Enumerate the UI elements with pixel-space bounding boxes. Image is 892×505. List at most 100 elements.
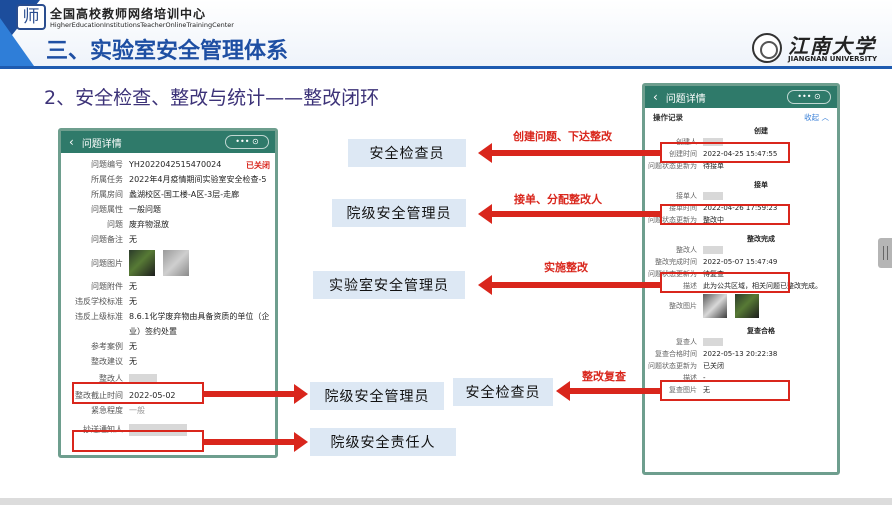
log-row: 接单人 [645, 190, 837, 202]
problem-images-row: 问题图片 [65, 247, 269, 279]
stage-title: 创建 [754, 127, 768, 135]
redacted-name [129, 373, 157, 384]
status-badge: 已关闭 [246, 161, 270, 170]
detail-row: 问题附件无 [91, 282, 137, 291]
log-row: 复查人 [645, 336, 837, 348]
bottom-frame [0, 498, 892, 505]
collapse-button[interactable]: 收起 ︿ [804, 112, 829, 122]
redacted-name [703, 338, 723, 346]
right-phone-header: ‹ 问题详情 ••• ⊙ [645, 86, 837, 108]
role-lab-manager: 实验室安全管理员 [313, 271, 465, 299]
redacted-name [703, 246, 723, 254]
arrow-head-left-icon [478, 204, 492, 224]
arrow-head-left-icon [478, 143, 492, 163]
org-name-en: HigherEducationInstitutionsTeacherOnline… [50, 21, 234, 29]
action-recheck: 整改复查 [582, 370, 626, 383]
university-emblem-icon [752, 33, 782, 63]
action-assign: 接单、分配整改人 [514, 193, 602, 206]
back-icon[interactable]: ‹ [653, 90, 658, 104]
arrow-shaft [569, 388, 661, 394]
left-phone-title: 问题详情 [81, 138, 122, 150]
rectifier-row: 整改人 [65, 371, 269, 386]
highlight-cc [72, 430, 204, 452]
operation-log-header: 操作记录 收起 ︿ [645, 108, 837, 126]
arrow-head-right-icon [294, 384, 308, 404]
arrow-head-left-icon [478, 275, 492, 295]
highlight-creator [660, 142, 790, 163]
detail-row: 违反学校标准无 [75, 297, 137, 306]
action-create: 创建问题、下达整改 [513, 130, 612, 143]
role-inspector-top: 安全检查员 [348, 139, 466, 167]
log-row: 问题状态更新为待接单 [648, 162, 724, 170]
highlight-acceptor [660, 204, 790, 225]
detail-row: 参考案例无 [91, 342, 137, 351]
arrow-shaft [491, 211, 661, 217]
detail-row: 整改建议无 [91, 357, 137, 366]
detail-row: 问题废弃物混放 [107, 220, 169, 229]
rectify-image-thumbnail[interactable] [735, 294, 759, 318]
rectify-images-row: 整改图片 [645, 292, 837, 320]
detail-row: 所属房间蠡湖校区-国工楼-A区-3层-走廊 [91, 190, 240, 199]
slide-subtitle: 2、安全检查、整改与统计——整改闭环 [44, 87, 380, 109]
side-drawer-handle[interactable] [878, 238, 892, 268]
header-rule [0, 66, 892, 69]
stage-title: 接单 [754, 181, 768, 189]
mini-program-capsule[interactable]: ••• ⊙ [787, 90, 831, 104]
urgency-row: 紧急程度一般 [91, 406, 145, 415]
log-row: 问题状态更新为整改中 [648, 216, 724, 224]
highlight-rectifier [72, 382, 204, 404]
log-row: 问题状态更新为已关闭 [648, 362, 724, 370]
log-row: 描述此为公共区域，相关问题已整改完成。 [683, 282, 822, 290]
log-row: 描述- [683, 374, 706, 382]
stage-title: 整改完成 [747, 235, 775, 243]
left-phone-header: ‹ 问题详情 ••• ⊙ [61, 131, 275, 153]
action-rectify: 实施整改 [544, 261, 588, 274]
role-college-manager-bottom: 院级安全管理员 [310, 382, 444, 410]
mini-program-capsule[interactable]: ••• ⊙ [225, 135, 269, 149]
problem-image-thumbnail[interactable] [129, 250, 155, 276]
cc-row: 抄送通知人 [65, 422, 269, 437]
role-college-manager-top: 院级安全管理员 [332, 199, 466, 227]
header-band [0, 0, 892, 68]
university-name-cn: 江南大学 [788, 34, 876, 58]
rectify-image-thumbnail[interactable] [703, 294, 727, 318]
arrow-head-left-icon [556, 381, 570, 401]
arrow-shaft [204, 439, 296, 445]
back-icon[interactable]: ‹ [69, 135, 74, 149]
arrow-shaft [491, 282, 661, 288]
slide-title: 三、实验室安全管理体系 [46, 39, 289, 64]
highlight-rechecker [660, 380, 790, 401]
detail-row: 问题属性一般问题 [91, 205, 161, 214]
arrow-head-right-icon [294, 432, 308, 452]
arrow-shaft [491, 150, 661, 156]
highlight-rectifier-log [660, 272, 790, 293]
role-inspector-mid: 安全检查员 [453, 378, 553, 406]
detail-row: 业）签约处置 [129, 327, 177, 336]
detail-row: 问题备注无 [91, 235, 137, 244]
log-row: 整改人 [645, 244, 837, 256]
role-college-responsible: 院级安全责任人 [310, 428, 456, 456]
redacted-name [703, 192, 723, 200]
stage-title: 复查合格 [747, 327, 775, 335]
log-row: 问题状态更新为待复查 [648, 270, 724, 278]
problem-image-thumbnail[interactable] [163, 250, 189, 276]
redacted-name [129, 423, 187, 436]
operation-log-title: 操作记录 [653, 112, 683, 122]
university-name-en: JIANGNAN UNIVERSITY [788, 55, 878, 63]
org-name-cn: 全国高校教师网络培训中心 [50, 7, 207, 21]
org-logo-icon: 师 [16, 4, 46, 30]
arrow-shaft [204, 391, 296, 397]
